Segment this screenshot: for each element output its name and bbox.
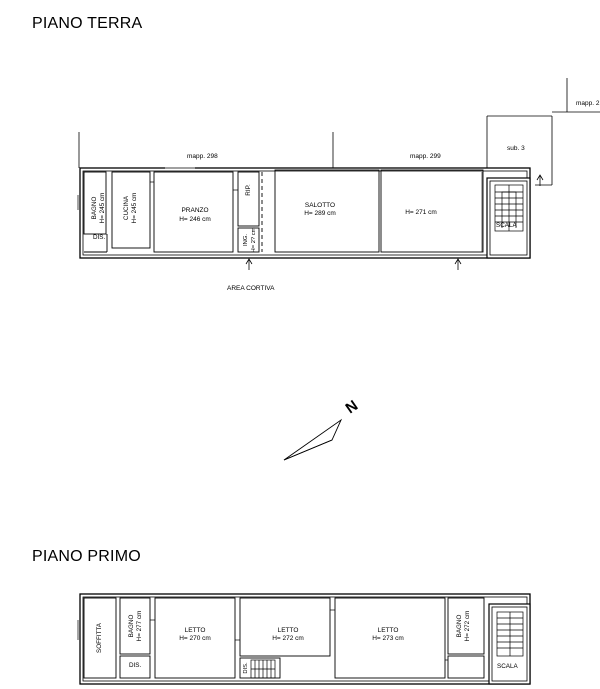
first-floor-title: PIANO PRIMO <box>32 548 141 565</box>
room-label-dis-2: DIS. <box>243 662 249 674</box>
room-label-dis: DIS. <box>93 234 105 241</box>
room-label-bagno-1: BAGNO <box>128 615 135 638</box>
area-cortiva-label: AREA CORTIVA <box>227 285 275 292</box>
room-height-pranzo: H= 246 cm <box>179 216 211 223</box>
north-arrow <box>283 418 343 461</box>
room-height-letto-1: H= 270 cm <box>179 635 211 642</box>
parcel-label-299: mapp. 299 <box>410 153 441 160</box>
ground-floor-plan <box>77 78 600 270</box>
room-label-scala-1: SCALA <box>497 663 518 670</box>
room-height-salotto: H= 289 cm <box>304 210 336 217</box>
first-outer-walls <box>79 593 531 685</box>
room-height-bagno-1: H= 277 cm <box>136 611 143 642</box>
room-label-soffitta: SOFFITTA <box>96 622 103 653</box>
sub-3-label: sub. 3 <box>507 145 525 152</box>
room-height-letto-2: H= 272 cm <box>272 635 304 642</box>
room-label-cucina: CUCINA <box>123 195 130 220</box>
parcel-label-298: mapp. 298 <box>187 153 218 160</box>
room-label-bagno-2: BAGNO <box>456 615 463 638</box>
room-height-letto-3: H= 273 cm <box>372 635 404 642</box>
first-windows <box>77 609 448 685</box>
entrance-arrows <box>245 174 544 270</box>
first-floor-plan <box>77 593 531 685</box>
parcel-boundaries <box>78 78 600 186</box>
ground-floor-title: PIANO TERRA <box>32 15 143 32</box>
ground-floor-labels: mapp. 298 mapp. 299 mapp. 2 sub. 3 AREA … <box>91 100 600 292</box>
room-height-bagno: H= 245 cm <box>99 193 106 224</box>
first-floor-labels: SOFFITTA BAGNO H= 277 cm DIS. LETTO H= 2… <box>96 611 518 674</box>
ground-interior-walls <box>83 169 484 253</box>
room-label-dis-1: DIS. <box>129 662 141 669</box>
room-height-cucina: H= 245 cm <box>131 193 138 224</box>
room-label-letto-2: LETTO <box>278 627 299 634</box>
first-interior-walls <box>83 597 485 679</box>
room-height-bagno-2: H= 272 cm <box>464 611 471 642</box>
room-label-scala: SCALA <box>496 222 517 229</box>
ground-stair <box>494 184 524 232</box>
room-label-letto-3: LETTO <box>378 627 399 634</box>
room-height-room5: H= 271 cm <box>405 209 437 216</box>
first-stairs <box>250 611 524 679</box>
room-label-ing: ING. <box>243 234 249 246</box>
room-label-pranzo: PRANZO <box>181 207 208 214</box>
room-label-bagno: BAGNO <box>91 197 98 220</box>
room-label-rip: RIP. <box>245 184 252 196</box>
room-height-ing: H= 2? cm <box>251 227 257 252</box>
room-label-salotto: SALOTTO <box>305 202 335 209</box>
north-label: N <box>343 397 362 417</box>
room-label-letto-1: LETTO <box>185 627 206 634</box>
parcel-label-right: mapp. 2 <box>576 100 600 107</box>
ground-windows <box>77 166 440 259</box>
